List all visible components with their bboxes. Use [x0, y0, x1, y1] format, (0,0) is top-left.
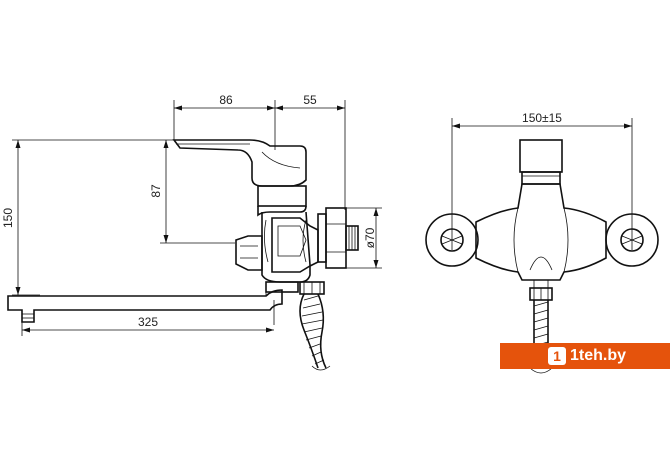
dimension-70: ø70 — [363, 227, 377, 248]
dimension-87: 87 — [149, 184, 163, 198]
dimension-325: 325 — [138, 315, 158, 329]
dimension-150-15: 150±15 — [522, 111, 562, 125]
dimension-55: 55 — [303, 93, 317, 107]
logo-icon: 1 — [548, 347, 566, 365]
front-view: 150±15 — [425, 111, 659, 374]
watermark-text: 1teh.by — [570, 347, 627, 364]
watermark-badge: 1 1teh.by — [500, 343, 670, 369]
side-view: 86 55 87 150 — [1, 93, 382, 371]
dimension-86: 86 — [219, 93, 233, 107]
dimension-150: 150 — [1, 208, 15, 228]
